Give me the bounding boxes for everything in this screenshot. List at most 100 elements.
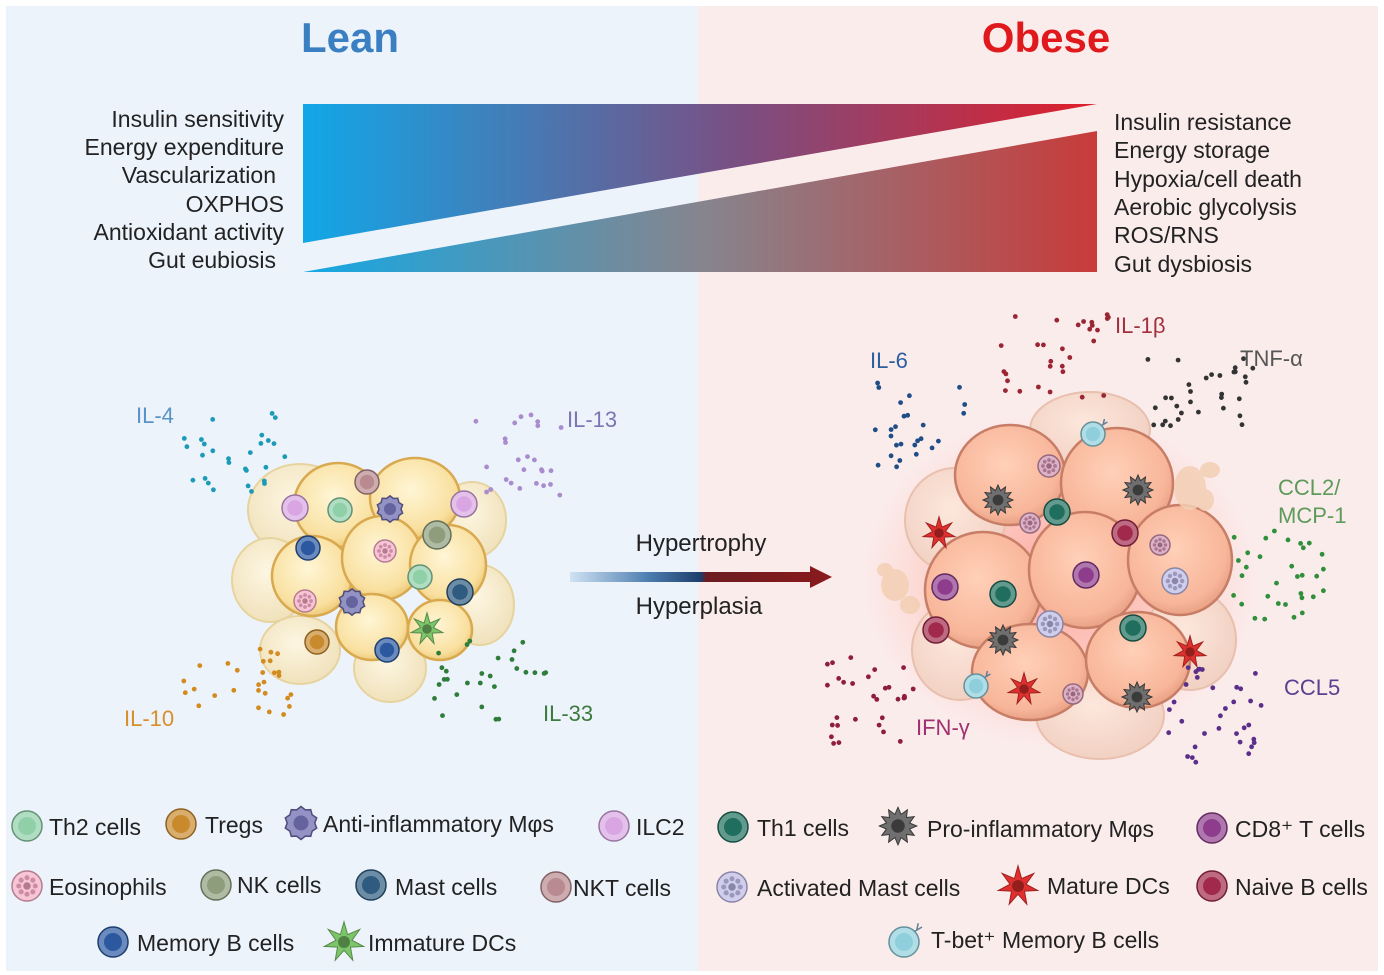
il33-dots (432, 638, 549, 722)
legend-label-memory-b: Memory B cells (137, 930, 294, 956)
tissue-mast-cell (446, 578, 474, 606)
legend-label-anti-mphi: Anti-inflammatory Mφs (323, 811, 554, 837)
immature-dc-icon (322, 919, 366, 962)
nk-cell-icon (200, 869, 232, 901)
tissue-cd8-t-cell (1072, 561, 1100, 589)
tissue-eosinophil (1062, 683, 1084, 705)
tissue-tbet-memory-b-cell (963, 670, 991, 699)
ilc2-cell-icon (598, 810, 630, 842)
ccl2-label: CCL2/ (1278, 475, 1341, 500)
il4-dots (181, 411, 288, 494)
tissue-pro-inflammatory-macrophage (1121, 473, 1155, 507)
obese-cytokine-labels: IL-6 IL-1β TNF-α CCL2/ MCP-1 CCL5 IFN-γ (870, 313, 1346, 740)
lean-title: Lean (301, 14, 399, 61)
lean-trait: OXPHOS (186, 191, 284, 217)
tissue-ilc2-cell (281, 494, 309, 522)
anti-inflammatory-macrophage-icon (284, 805, 318, 841)
tissue-eosinophil (1149, 534, 1171, 556)
nkt-cell-icon (540, 871, 572, 903)
legend-label-eosinophils: Eosinophils (49, 874, 167, 900)
il6-dots (872, 380, 968, 470)
il1b-dots (998, 312, 1111, 400)
tbet-memory-b-cell-icon (888, 923, 923, 958)
tissue-treg-cell (304, 629, 330, 655)
il10-dots (181, 646, 294, 717)
legend-label-tbet-memory-b: T-bet⁺ Memory B cells (931, 927, 1159, 953)
tissue-eosinophil (1037, 454, 1061, 478)
lean-trait: Antioxidant activity (94, 219, 285, 245)
mcp1-label: MCP-1 (1278, 503, 1346, 528)
tissue-cd8-t-cell (931, 573, 959, 601)
tissue-memory-b-cell (295, 535, 321, 561)
legend-label-th2: Th2 cells (49, 814, 141, 840)
tissue-anti-inflammatory-macrophage (376, 494, 404, 524)
tissue-activated-mast-cell (1161, 567, 1189, 595)
legend-label-mature-dc: Mature DCs (1047, 873, 1170, 899)
mature-dc-icon (996, 863, 1040, 906)
tissue-tbet-memory-b-cell (1080, 418, 1108, 447)
lean-trait: Energy expenditure (85, 134, 284, 160)
tissue-naive-b-cell (1111, 519, 1139, 547)
legend-label-cd8: CD8⁺ T cells (1235, 816, 1365, 842)
lean-trait: Insulin sensitivity (111, 106, 284, 132)
ccl5-dots (1166, 665, 1264, 765)
legend-label-activated-mast: Activated Mast cells (757, 875, 960, 901)
legend-icons (11, 805, 1228, 962)
tissue-pro-inflammatory-macrophage (1120, 680, 1154, 714)
ifng-label: IFN-γ (916, 715, 970, 740)
obese-trait: Insulin resistance (1114, 109, 1292, 135)
legend-label-pro-mphi: Pro-inflammatory Mφs (927, 816, 1154, 842)
ccl5-label: CCL5 (1284, 675, 1340, 700)
legend-label-immature-dc: Immature DCs (368, 930, 516, 956)
tnfa-dots (1145, 356, 1256, 429)
transition-arrow (570, 566, 832, 588)
tissue-eosinophil (293, 589, 317, 613)
obese-traits-wedge (303, 131, 1097, 272)
activated-mast-cell-icon (716, 871, 748, 903)
lean-traits-list: Insulin sensitivity Energy expenditure V… (85, 106, 285, 273)
tissue-pro-inflammatory-macrophage (981, 483, 1015, 517)
lean-trait: Gut eubiosis (148, 247, 276, 273)
obese-title: Obese (982, 14, 1110, 61)
tissue-mature-dc (1172, 633, 1208, 669)
lean-legend: Th2 cells Tregs Anti-inflammatory Mφs IL… (49, 811, 685, 956)
treg-cell-icon (165, 808, 197, 840)
tissue-eosinophil (373, 539, 397, 563)
obese-traits-list: Insulin resistance Energy storage Hypoxi… (1114, 109, 1302, 277)
tissue-naive-b-cell (922, 616, 950, 644)
lean-traits-wedge (303, 104, 1097, 243)
tissue-eosinophil (1019, 512, 1041, 534)
obese-trait: Energy storage (1114, 137, 1270, 163)
tissue-anti-inflammatory-macrophage (338, 587, 366, 617)
obese-trait: Hypoxia/cell death (1114, 166, 1302, 192)
tissue-activated-mast-cell (1036, 610, 1064, 638)
ccl2-dots (1231, 528, 1326, 622)
obese-immune-cells (921, 418, 1208, 714)
tissue-nkt-cell (354, 469, 380, 495)
hypertrophy-label: Hypertrophy (636, 530, 767, 557)
obese-legend: Th1 cells Pro-inflammatory Mφs CD8⁺ T ce… (757, 815, 1368, 953)
il10-label: IL-10 (124, 706, 174, 731)
legend-label-nkt: NKT cells (573, 875, 671, 901)
obese-trait: Aerobic glycolysis (1114, 194, 1297, 220)
th1-cell-icon (717, 811, 749, 843)
legend-label-tregs: Tregs (205, 812, 263, 838)
tissue-ilc2-cell (450, 490, 478, 518)
lean-immune-cells (281, 469, 478, 663)
il6-label: IL-6 (870, 348, 908, 373)
cd8-t-cell-icon (1196, 812, 1228, 844)
mast-cell-icon (355, 869, 387, 901)
legend-label-ilc2: ILC2 (636, 814, 685, 840)
obese-trait: ROS/RNS (1114, 222, 1219, 248)
eosinophil-icon (11, 870, 43, 902)
th2-cell-icon (11, 810, 43, 842)
obese-trait: Gut dysbiosis (1114, 251, 1252, 277)
hyperplasia-label: Hyperplasia (636, 593, 763, 620)
tissue-th2-cell (327, 497, 353, 523)
tnfa-label: TNF-α (1240, 346, 1303, 371)
legend-label-th1: Th1 cells (757, 815, 849, 841)
tissue-th1-cell (1043, 498, 1071, 526)
naive-b-cell-icon (1196, 870, 1228, 902)
